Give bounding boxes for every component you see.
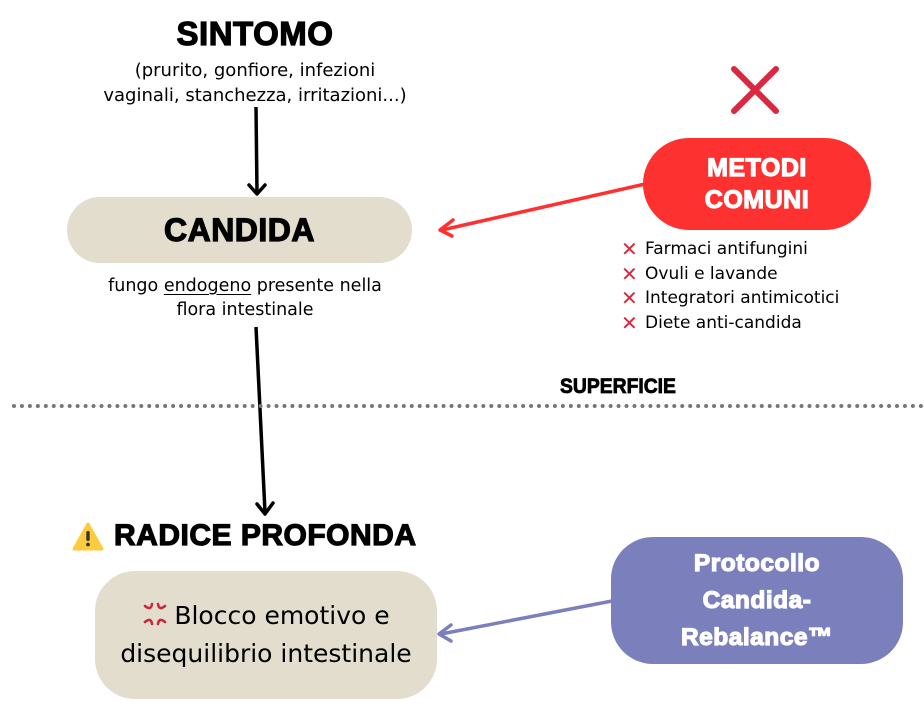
superficie-label: SUPERFICIE bbox=[560, 375, 677, 399]
candida-description-underlined: endogeno bbox=[163, 276, 252, 296]
radice-node-text: Blocco emotivo e disequilibrio intestina… bbox=[120, 597, 411, 673]
sintomo-description: (prurito, gonfiore, infezioni vaginali, … bbox=[40, 58, 470, 108]
list-item-label: Ovuli e lavande bbox=[645, 263, 778, 284]
cross-icon: ✕ bbox=[621, 286, 638, 310]
sintomo-description-line1: (prurito, gonfiore, infezioni bbox=[134, 60, 376, 81]
arrow-sintomo-to-candida bbox=[247, 106, 267, 196]
radice-title: RADICE PROFONDA bbox=[113, 518, 417, 552]
candida-description-prefix: fungo bbox=[108, 276, 164, 296]
sintomo-title: SINTOMO bbox=[176, 14, 334, 52]
candida-description-suffix: presente nella bbox=[251, 276, 382, 296]
candida-description-line1: fungo endogeno presente nella bbox=[60, 274, 430, 298]
protocollo-label-line3: Rebalance™ bbox=[680, 623, 834, 651]
cross-icon: ✕ bbox=[621, 310, 638, 335]
radice-node-line1: Blocco emotivo e bbox=[120, 597, 411, 635]
warning-icon bbox=[72, 522, 104, 550]
metodi-comuni-label-line1: METODI bbox=[707, 153, 807, 182]
metodi-comuni-node: METODI COMUNI bbox=[643, 138, 871, 230]
surface-divider bbox=[12, 404, 924, 408]
list-item: ✕ Ovuli e lavande bbox=[621, 262, 839, 287]
arrow-metodi-to-candida bbox=[438, 182, 646, 238]
metodi-comuni-label-line2: COMUNI bbox=[704, 185, 810, 214]
list-item-label: Integratori antimicotici bbox=[645, 288, 840, 308]
cross-icon bbox=[731, 66, 779, 114]
cross-icon: ✕ bbox=[621, 237, 638, 261]
metodi-comuni-list: ✕ Farmaci antifungini ✕ Ovuli e lavande ✕ I… bbox=[621, 237, 839, 335]
protocollo-label-line1: Protocollo bbox=[693, 549, 821, 577]
anger-symbol-icon bbox=[144, 602, 167, 626]
cross-icon: ✕ bbox=[621, 261, 638, 286]
list-item: ✕ Integratori antimicotici bbox=[621, 286, 839, 311]
list-item: ✕ Diete anti-candida bbox=[621, 311, 839, 336]
candida-label: CANDIDA bbox=[163, 211, 316, 248]
list-item-label: Diete anti-candida bbox=[645, 312, 802, 333]
protocollo-label-line2: Candida- bbox=[702, 586, 812, 614]
radice-node: Blocco emotivo e disequilibrio intestina… bbox=[95, 571, 437, 699]
candida-description-line2: flora intestinale bbox=[176, 300, 314, 320]
list-item-label: Farmaci antifungini bbox=[645, 239, 808, 259]
arrow-candida-to-radice bbox=[254, 326, 275, 516]
candida-node: CANDIDA bbox=[67, 197, 412, 263]
sintomo-description-line2: vaginali, stanchezza, irritazioni...) bbox=[103, 85, 407, 106]
list-item: ✕ Farmaci antifungini bbox=[621, 237, 839, 262]
candida-description: fungo endogeno presente nella flora inte… bbox=[60, 274, 430, 322]
metodi-comuni-label: METODI COMUNI bbox=[704, 152, 810, 216]
radice-node-line1-text: Blocco emotivo e bbox=[174, 601, 390, 630]
arrow-protocollo-to-radice bbox=[437, 599, 613, 643]
protocollo-node: Protocollo Candida- Rebalance™ bbox=[611, 537, 903, 664]
radice-heading: RADICE PROFONDA bbox=[72, 517, 417, 555]
protocollo-label: Protocollo Candida- Rebalance™ bbox=[680, 545, 834, 656]
radice-node-line2: disequilibrio intestinale bbox=[120, 639, 412, 668]
